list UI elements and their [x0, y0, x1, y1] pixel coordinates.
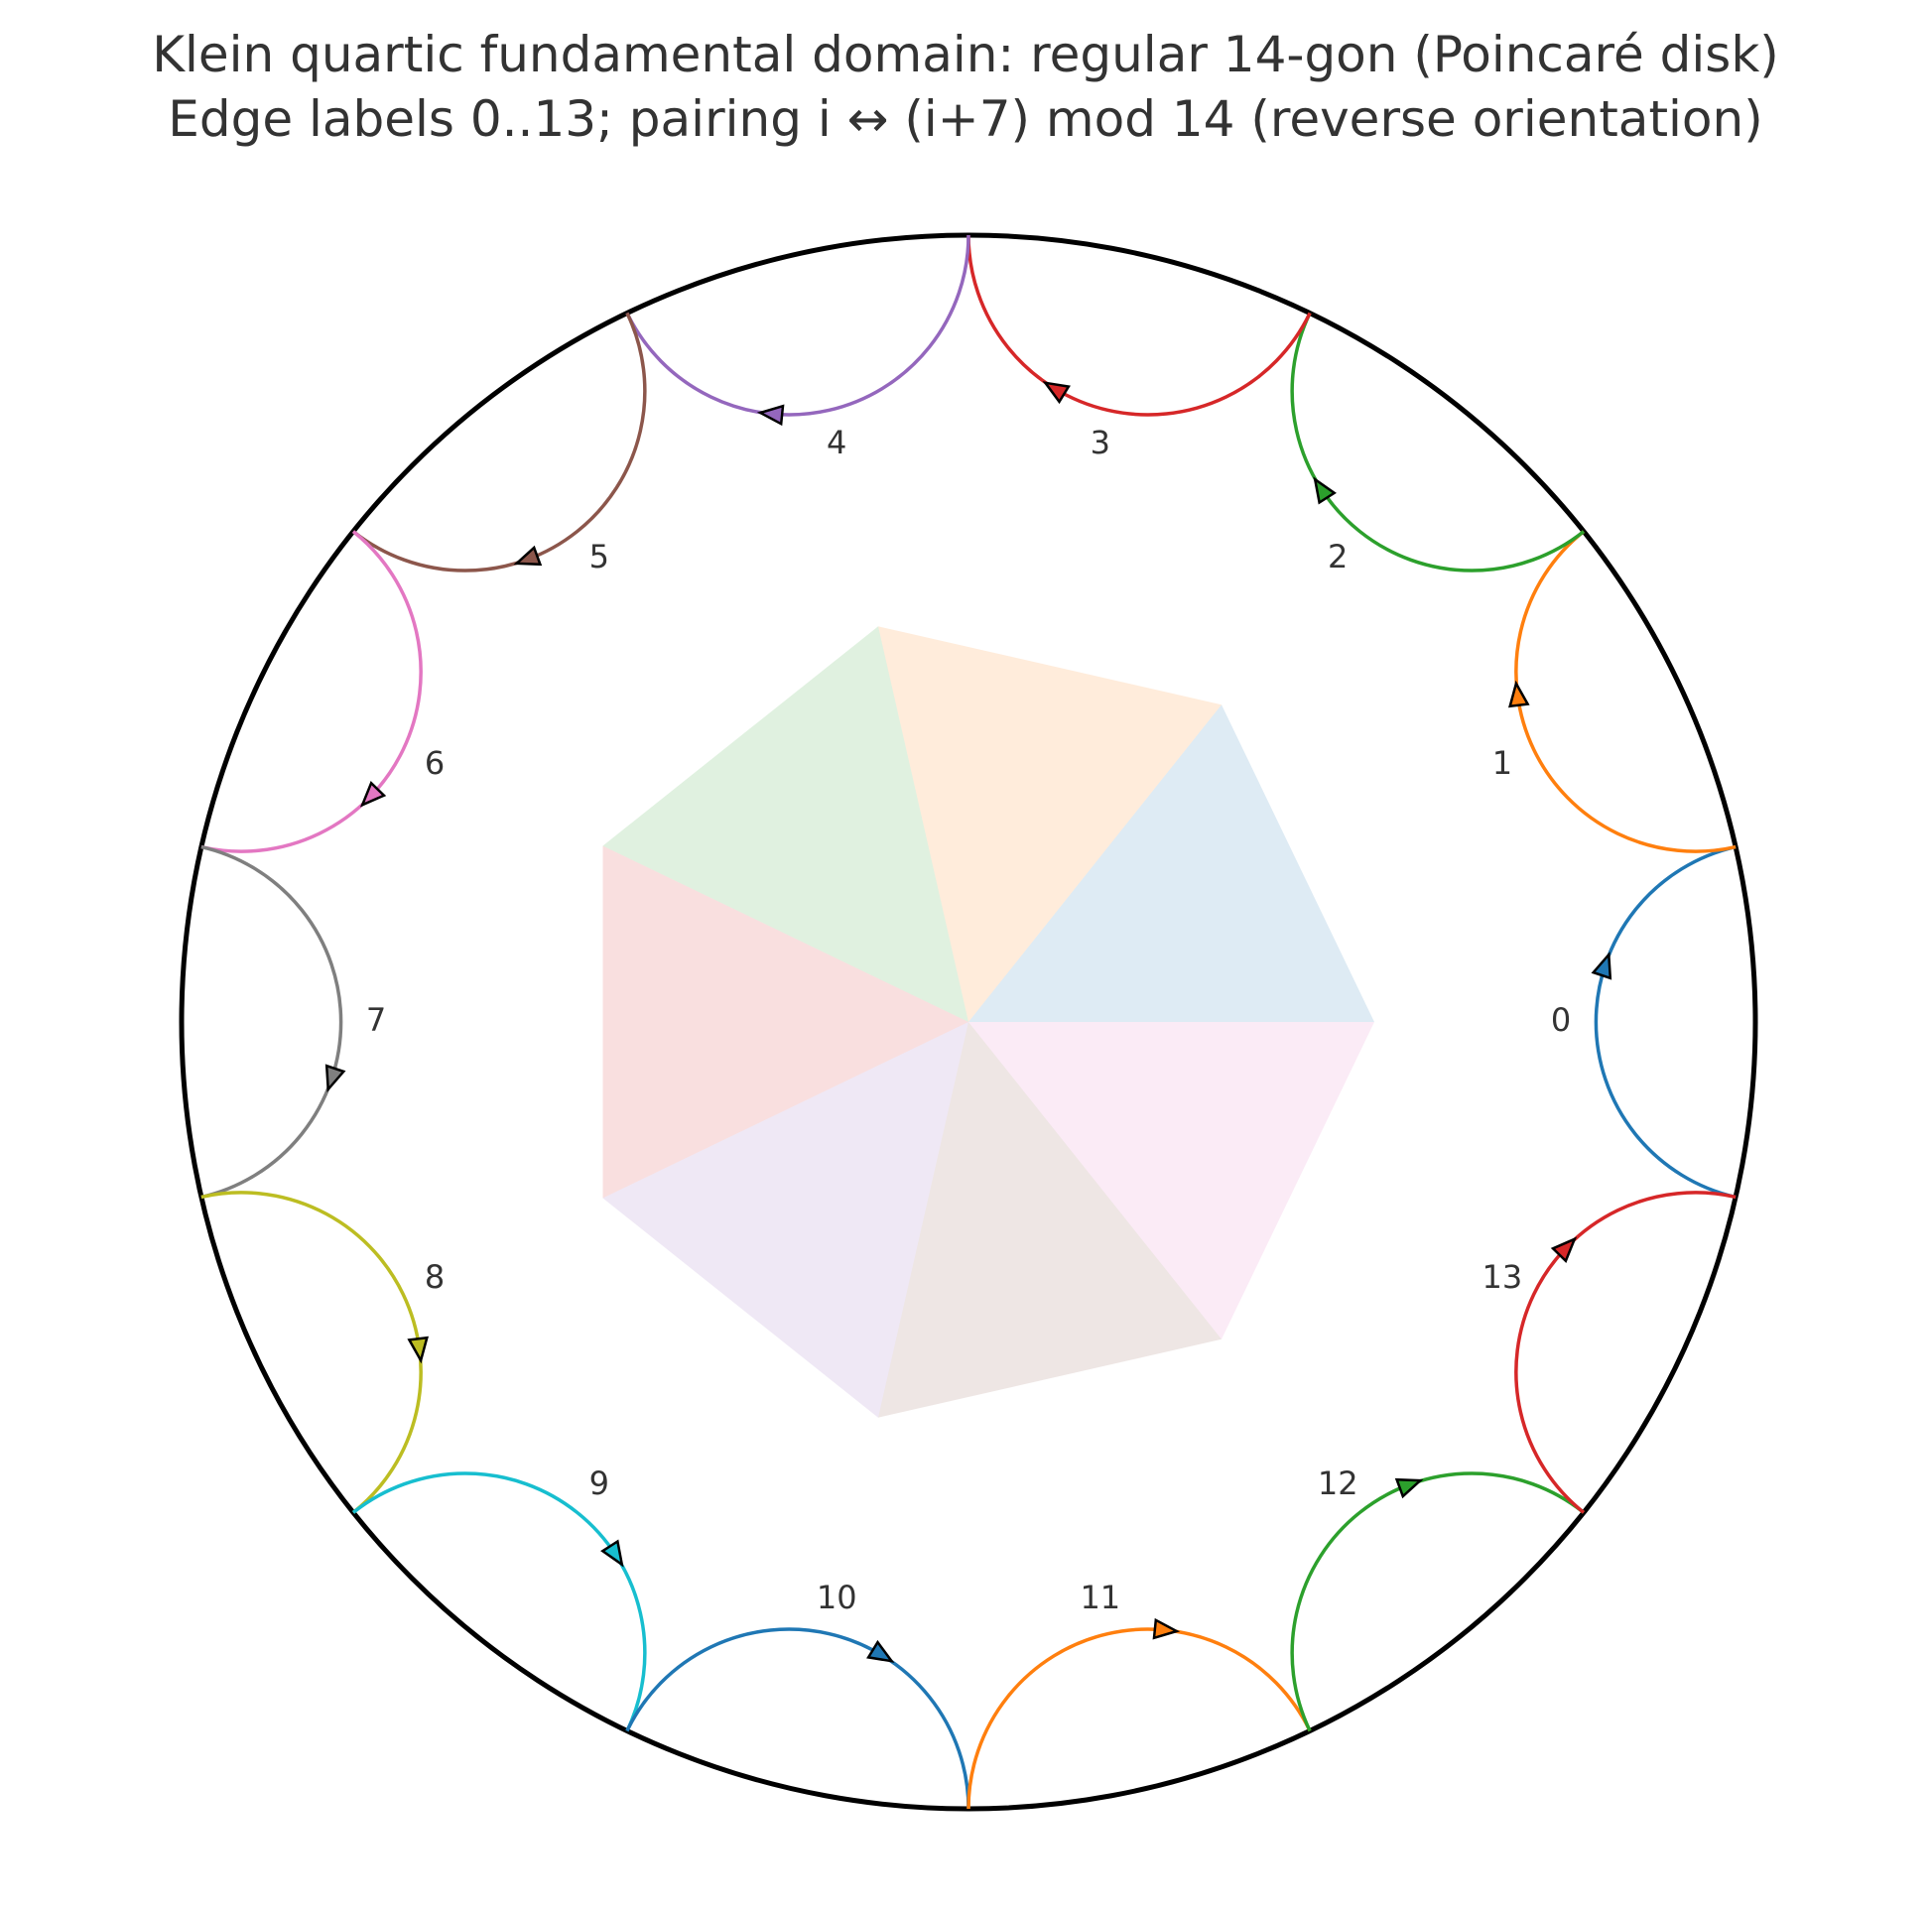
edge-label-12: 12: [1318, 1464, 1358, 1502]
heptagon-sector-6: [968, 1022, 1374, 1339]
title-line-2: Edge labels 0..13; pairing i ↔ (i+7) mod…: [168, 90, 1762, 148]
edge-label-11: 11: [1080, 1579, 1120, 1616]
edge-4: 4: [625, 234, 970, 461]
edge-label-7: 7: [366, 1001, 386, 1039]
edge-arrow-2: [1313, 476, 1337, 505]
edge-7: 7: [200, 844, 386, 1200]
edge-13: 13: [1482, 1191, 1737, 1514]
edge-label-0: 0: [1551, 1001, 1571, 1039]
edge-label-5: 5: [589, 538, 609, 575]
edge-arc-10: [625, 1627, 970, 1810]
edge-label-6: 6: [425, 744, 445, 782]
edge-arc-7: [200, 844, 343, 1200]
center-heptagon: [602, 626, 1374, 1418]
heptagon-sector-4: [602, 1022, 968, 1418]
edge-arrow-4: [756, 404, 785, 427]
edge-arc-11: [966, 1627, 1312, 1810]
edge-arrow-6: [359, 781, 387, 808]
edge-9: 9: [351, 1464, 647, 1732]
title-line-1: Klein quartic fundamental domain: regula…: [152, 26, 1779, 83]
edge-label-2: 2: [1328, 538, 1348, 575]
edge-arrow-7: [324, 1064, 346, 1093]
edge-arc-5: [351, 312, 647, 573]
edge-arc-1: [1514, 530, 1737, 853]
edge-label-8: 8: [425, 1258, 445, 1296]
edge-arc-12: [1290, 1471, 1586, 1732]
edge-label-1: 1: [1492, 744, 1512, 782]
edge-label-4: 4: [827, 424, 846, 461]
edge-arrow-13: [1550, 1236, 1578, 1263]
heptagon-sector-2: [602, 626, 968, 1022]
edge-3: 3: [966, 234, 1312, 461]
edge-arc-4: [625, 234, 970, 417]
edge-arc-8: [200, 1191, 423, 1514]
edge-2: 2: [1290, 312, 1586, 575]
edge-arc-2: [1290, 312, 1586, 573]
edge-8: 8: [200, 1191, 445, 1514]
edge-arc-3: [966, 234, 1312, 417]
edge-5: 5: [351, 312, 647, 575]
edge-arrow-11: [1152, 1617, 1181, 1640]
edge-arc-9: [351, 1471, 647, 1732]
heptagon-sector-3: [602, 845, 968, 1199]
edge-arc-0: [1594, 844, 1737, 1200]
edge-arrow-3: [1042, 381, 1071, 405]
edge-6: 6: [200, 530, 445, 853]
edge-label-9: 9: [589, 1464, 609, 1502]
edge-11: 11: [966, 1579, 1312, 1810]
edge-0: 0: [1551, 844, 1737, 1200]
edge-arc-13: [1514, 1191, 1737, 1514]
edge-arrow-5: [513, 545, 543, 567]
edge-10: 10: [625, 1579, 970, 1810]
heptagon-sector-5: [878, 1022, 1222, 1418]
edge-arrow-0: [1591, 951, 1612, 980]
edge-arc-6: [200, 530, 423, 853]
edge-12: 12: [1290, 1464, 1586, 1732]
heptagon-sector-1: [878, 626, 1222, 1022]
heptagon-sector-0: [968, 704, 1374, 1022]
edge-arrow-8: [407, 1336, 429, 1364]
edge-arrow-9: [600, 1539, 624, 1568]
edge-arrow-10: [866, 1639, 895, 1663]
edge-label-10: 10: [817, 1579, 857, 1616]
edge-arrow-12: [1394, 1477, 1424, 1499]
edge-label-3: 3: [1091, 424, 1110, 461]
edge-label-13: 13: [1482, 1258, 1523, 1296]
edge-1: 1: [1492, 530, 1737, 853]
edge-arrow-1: [1508, 680, 1530, 708]
